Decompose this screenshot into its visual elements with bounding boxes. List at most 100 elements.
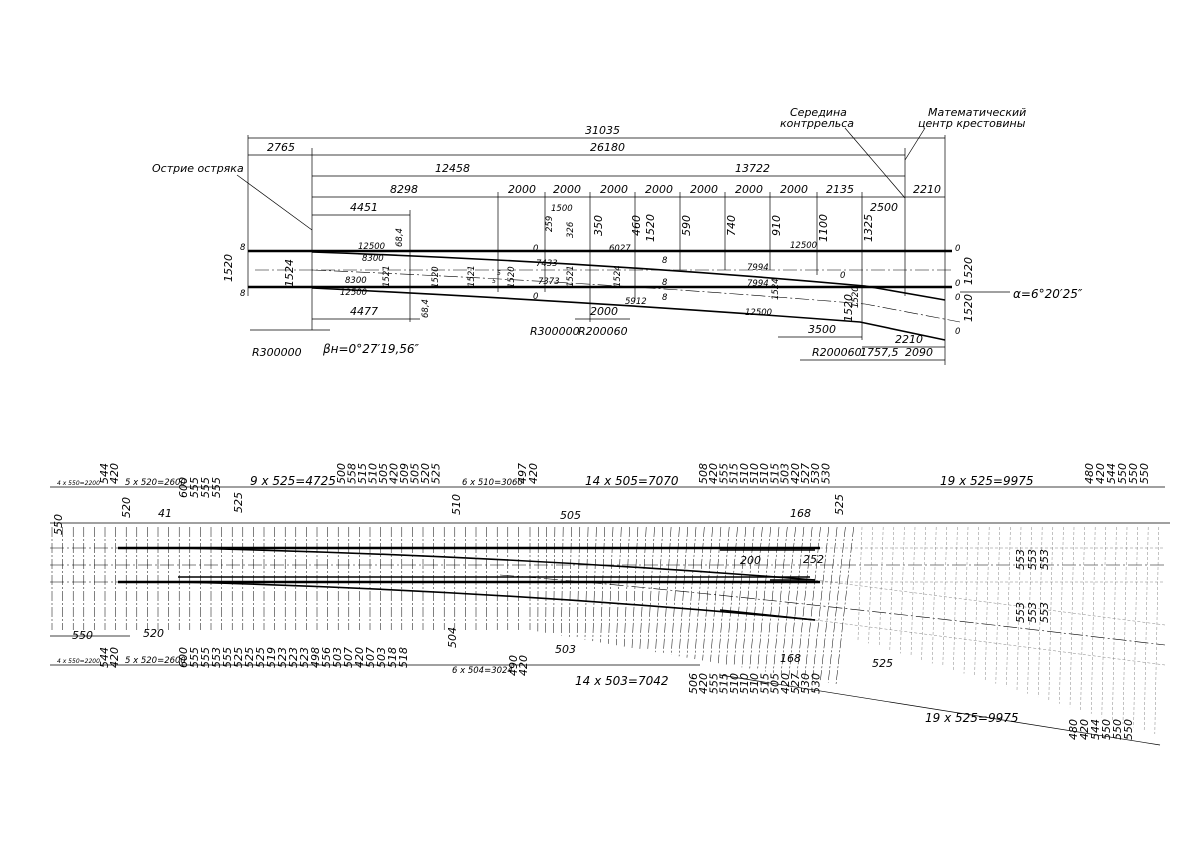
guard-rail [719, 609, 816, 621]
spacing-value: 555 [717, 463, 730, 484]
spacing-value: 420 [779, 673, 792, 694]
spacing-value: 515 [718, 673, 731, 694]
switch-rail-outer [177, 581, 816, 621]
sleeper [623, 526, 630, 647]
leader-line [236, 174, 313, 231]
spacing-value: 504 [446, 627, 459, 648]
point-tip-label: Острие остряка [152, 162, 244, 175]
gauge-value: 1520 [842, 294, 855, 322]
spacing-value: 553 [1014, 549, 1027, 570]
offset-value: 1100 [817, 214, 830, 242]
sleeper [1038, 526, 1043, 698]
spacing-value: 550 [72, 629, 93, 642]
sleeper [953, 526, 958, 671]
guardrail-label: контррельса [780, 117, 854, 130]
spacing-value: 510 [748, 463, 761, 484]
chord-value: 12500 [340, 288, 367, 298]
spacing-value: 553 [1038, 602, 1051, 623]
sleeper [639, 526, 647, 650]
spacing-value: 420 [108, 647, 121, 668]
spacing-value: 503 [375, 647, 388, 668]
gauge-value: 1521 [566, 265, 576, 287]
spacing-value: 510 [758, 463, 771, 484]
spacing-value: 508 [697, 463, 710, 484]
chord-value: 12500 [745, 308, 772, 318]
spacing-value: 523 [287, 647, 300, 668]
spacing-value: 550 [1138, 463, 1151, 484]
spacing-value: 556 [320, 647, 333, 668]
offset-value: 326 [566, 221, 576, 238]
sleeper [963, 526, 969, 674]
sleeper [592, 526, 597, 642]
sleeper [921, 526, 926, 661]
spacing-value: 525 [232, 647, 245, 668]
sleeper [686, 526, 697, 658]
sleeper [1080, 526, 1085, 711]
sleeper [1133, 526, 1138, 728]
spacing-value: 420 [697, 673, 710, 694]
gauge-value: 1524 [613, 265, 623, 287]
spacing-value: 420 [388, 463, 401, 484]
sleeper [780, 526, 796, 675]
sleeper [718, 526, 730, 664]
chord-value: 6027 [609, 244, 631, 254]
dim-value: 2500 [870, 201, 898, 214]
spacing-value: 530 [809, 463, 822, 484]
spacing-value: 525 [872, 657, 893, 670]
spacing-value: 420 [1094, 463, 1107, 484]
spacing-value: 420 [108, 463, 121, 484]
gauge-value: 1520 [962, 294, 975, 322]
sleeper [749, 526, 763, 669]
spacing-value: 558 [346, 463, 359, 484]
sleeper [1006, 526, 1011, 687]
sleeper [773, 526, 788, 673]
sleeper-group-label: 9 x 525=4725 [250, 474, 336, 488]
joint-marker: 0 [533, 244, 538, 254]
sleeper-group-label: 6 x 504=3024 [452, 666, 513, 676]
chord-value: 8300 [345, 276, 367, 286]
spacing-value: 510 [738, 463, 751, 484]
dim-value: 2000 [780, 183, 808, 196]
leader-line [844, 127, 906, 199]
sleeper [545, 526, 547, 633]
spacing-value: 553 [1026, 602, 1039, 623]
dim-value: 3500 [808, 323, 836, 336]
joint-marker: 0 [955, 244, 960, 254]
sleeper-group-label: 4 x 550=2200 [57, 658, 100, 665]
spacing-value: 530 [819, 463, 832, 484]
spacing-value: 420 [789, 463, 802, 484]
spacing-value: 544 [1105, 463, 1118, 484]
spacing-value: 420 [353, 647, 366, 668]
spacing-value: 555 [199, 477, 212, 498]
sleeper [879, 526, 884, 647]
dim-value: 2000 [735, 183, 763, 196]
spacing-value: 510 [450, 494, 463, 515]
spacing-value: 420 [707, 463, 720, 484]
spacing-value: 520 [143, 627, 164, 640]
spacing-value: 550 [1100, 719, 1113, 740]
spacing-value: 525 [254, 647, 267, 668]
sleeper [995, 526, 1000, 684]
spacing-value: 527 [799, 463, 812, 484]
gauge-value: 1521 [467, 265, 477, 287]
sleeper-group-label: 5 x 520=2600 [125, 656, 186, 666]
sleeper [725, 526, 738, 665]
angle-beta-label: βн=0°27′19,56″ [322, 342, 420, 356]
sleeper-group-label: 5 x 520=2600 [125, 478, 186, 488]
dim-value: 1757,5 [860, 346, 899, 359]
joint-marker: 8 [240, 243, 246, 253]
joint-marker: 8 [662, 278, 668, 288]
sleeper [671, 526, 680, 655]
spacing-value: 509 [398, 463, 411, 484]
gauge-value: 1520 [222, 254, 235, 282]
sleeper [985, 526, 990, 681]
dim-value: 2000 [645, 183, 673, 196]
spacing-value: 506 [687, 673, 700, 694]
joint-marker: 0 [955, 327, 960, 337]
sleeper-group-label: 4 x 550=2200 [57, 480, 100, 487]
offset-value: 259 [545, 216, 555, 232]
spacing-value: 553 [210, 647, 223, 668]
joint-marker: 0 [955, 293, 960, 303]
sleeper [757, 526, 771, 671]
